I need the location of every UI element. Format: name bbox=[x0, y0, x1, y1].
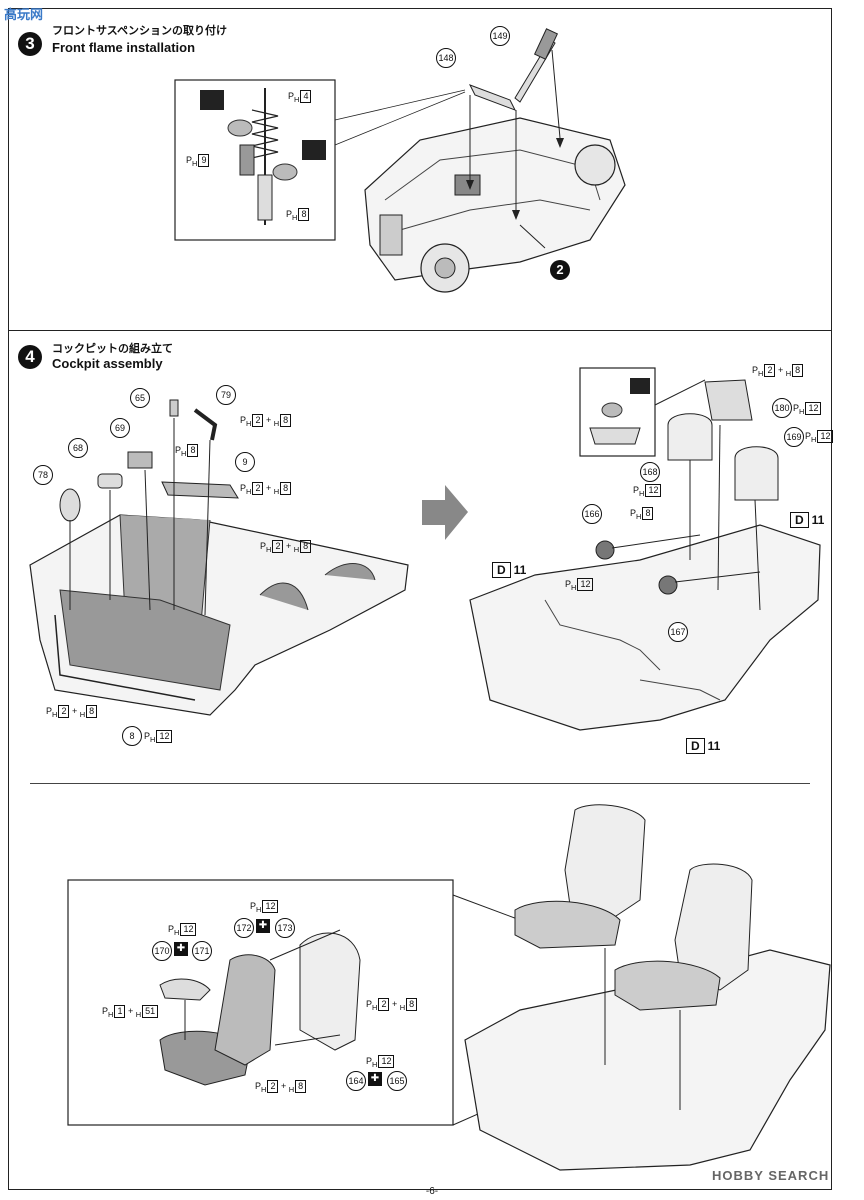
page-frame bbox=[8, 8, 832, 1190]
part-148-callout: 148 bbox=[436, 48, 456, 68]
part-180-callout: 180 bbox=[772, 398, 792, 418]
cross-icon: ✚ bbox=[256, 919, 270, 933]
watermark: HOBBY SEARCH bbox=[712, 1168, 830, 1183]
step3-number: 3 bbox=[18, 32, 42, 56]
part-171-callout: 171 bbox=[192, 941, 212, 961]
step4-title-en: Cockpit assembly bbox=[52, 356, 163, 371]
part-65-callout: 65 bbox=[130, 388, 150, 408]
part-173-callout: 173 bbox=[275, 918, 295, 938]
ref-marker-2: 2 bbox=[556, 262, 564, 277]
page-number: -6- bbox=[425, 1186, 439, 1197]
part-68-callout: 68 bbox=[68, 438, 88, 458]
part-166-callout: 166 bbox=[582, 504, 602, 524]
cross-icon: ✚ bbox=[368, 1072, 382, 1086]
part-79-callout: 79 bbox=[216, 385, 236, 405]
part-149-callout: 149 bbox=[490, 26, 510, 46]
part-9-callout: 9 bbox=[235, 452, 255, 472]
part-167-callout: 167 bbox=[668, 622, 688, 642]
part-164-callout: 164 bbox=[346, 1071, 366, 1091]
section-divider bbox=[30, 783, 810, 784]
part-169-callout: 169 bbox=[784, 427, 804, 447]
part-172-callout: 172 bbox=[234, 918, 254, 938]
step-divider bbox=[8, 330, 832, 331]
cross-icon: ✚ bbox=[174, 942, 188, 956]
step4-title-jp: コックピットの組み立て bbox=[52, 342, 173, 355]
site-logo: 高玩网 bbox=[4, 7, 44, 22]
step3-title-en: Front flame installation bbox=[52, 40, 196, 55]
step3-title-jp: フロントサスペンションの取り付け bbox=[52, 24, 228, 37]
part-170-callout: 170 bbox=[152, 941, 172, 961]
part-168-callout: 168 bbox=[640, 462, 660, 482]
part-165-callout: 165 bbox=[387, 1071, 407, 1091]
part-69-callout: 69 bbox=[110, 418, 130, 438]
part-78-callout: 78 bbox=[33, 465, 53, 485]
part-8-callout: 8 bbox=[122, 726, 142, 746]
step4-number: 4 bbox=[18, 345, 42, 369]
